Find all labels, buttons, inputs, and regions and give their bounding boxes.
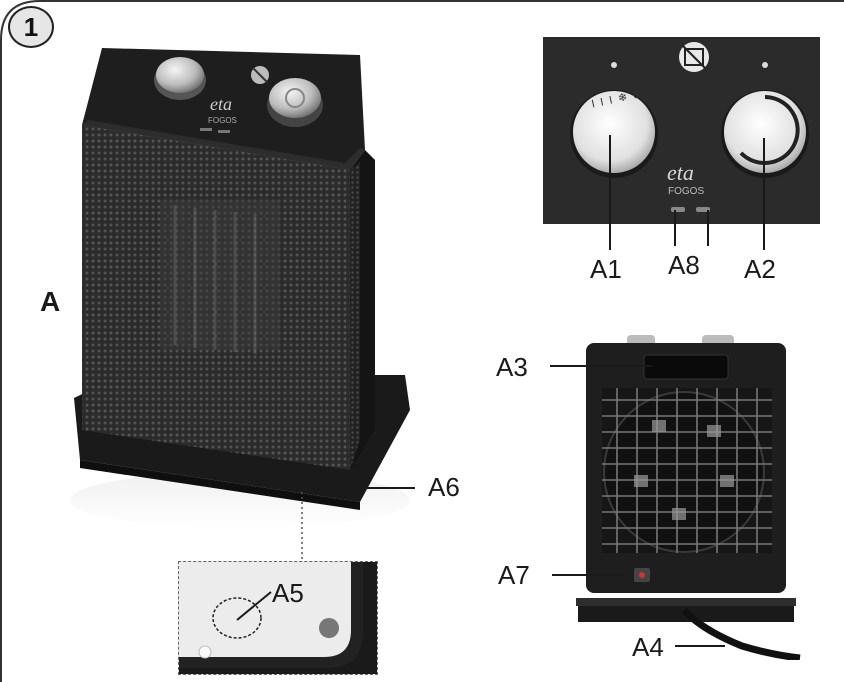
svg-text:eta: eta [667,160,694,185]
callout-a3: A3 [496,352,528,382]
heater-rear-view [576,335,801,660]
heater-front-view: eta FOGOS [70,48,410,528]
control-panel-closeup: eta FOGOS III❄0 [543,37,820,224]
base-detail-inset [178,561,378,675]
svg-text:eta: eta [210,94,232,114]
callout-a7: A7 [498,560,530,590]
callout-a1: A1 [590,254,622,284]
callout-a8: A8 [668,250,700,280]
inset-connector [301,492,303,562]
callout-a5: A5 [272,578,304,608]
do-not-cover-icon [679,42,709,72]
control-panel-drawing: eta FOGOS [570,42,809,212]
callout-a6: A6 [428,472,460,502]
svg-text:FOGOS: FOGOS [208,116,237,125]
view-label-a: A [40,286,61,317]
svg-text:FOGOS: FOGOS [668,186,704,197]
callout-line-a6 [340,487,415,489]
callout-a4: A4 [632,632,664,662]
base-detail-drawing [179,562,377,674]
callout-a2: A2 [744,254,776,284]
step-number-badge: 1 [8,6,54,48]
mark-0: 0 [631,87,647,102]
rocker-switch-icon [634,568,650,582]
